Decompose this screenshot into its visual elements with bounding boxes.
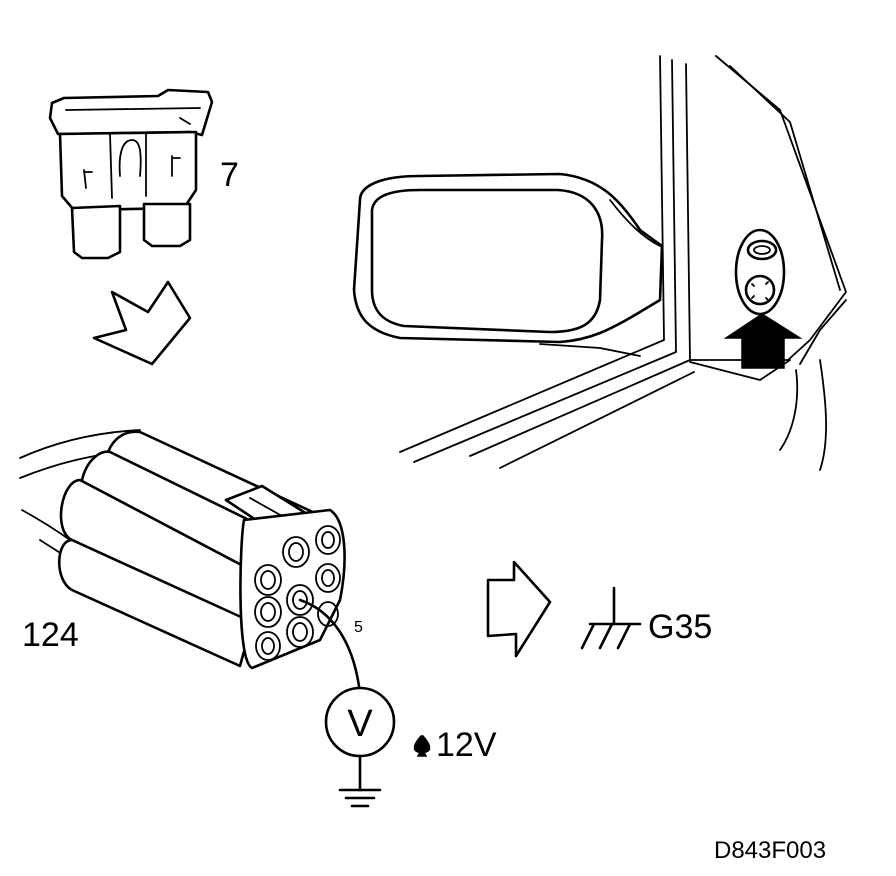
voltmeter-symbol: V	[347, 703, 373, 745]
solid-arrow-icon	[723, 313, 803, 369]
ground-symbol-icon	[580, 586, 642, 650]
spade-marker-icon	[413, 735, 431, 757]
connector-number-label: 124	[22, 616, 79, 654]
voltmeter-icon: V	[324, 686, 396, 808]
figure-code-label: D843F003	[714, 837, 826, 864]
probe-wire	[298, 598, 362, 696]
outlined-arrow-icon	[486, 560, 552, 658]
connector-124	[19, 429, 346, 670]
voltage-reading-label: 12V	[436, 726, 497, 764]
blade-fuse-icon	[48, 88, 214, 260]
pin-number-label: 5	[354, 619, 363, 636]
fuse-number-label: 7	[220, 156, 239, 194]
ground-code-label: G35	[648, 608, 712, 646]
car-door-mirror	[352, 55, 847, 471]
outlined-arrow-icon	[92, 280, 192, 366]
